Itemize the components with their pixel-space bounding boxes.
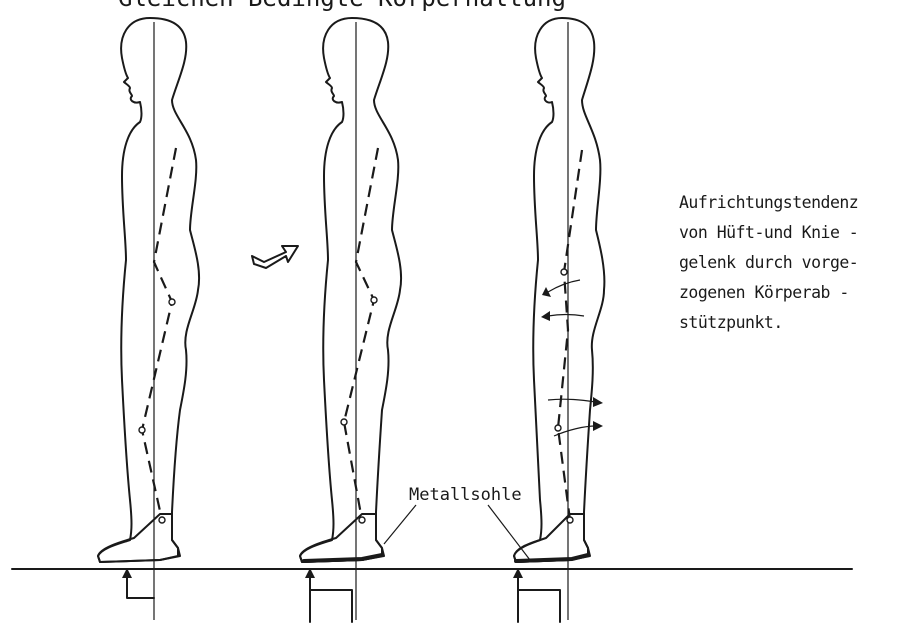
ankle-joint-left xyxy=(159,517,165,523)
body-outline-middle xyxy=(300,18,401,562)
support-bracket-left xyxy=(127,572,154,598)
axis-line-right xyxy=(558,150,582,520)
support-box-middle xyxy=(310,572,352,622)
hip-joint-middle xyxy=(371,297,377,303)
figure-middle-metal-sole xyxy=(300,18,401,622)
body-outline-left xyxy=(98,18,199,562)
metal-sole-label: Metallsohle xyxy=(409,485,522,505)
posture-annotation: Aufrichtungstendenz von Hüft-und Knie - … xyxy=(679,188,899,338)
axis-line-middle xyxy=(344,148,378,520)
metal-sole-leader-right xyxy=(488,505,530,560)
annotation-line: von Hüft-und Knie - xyxy=(679,218,899,248)
annotation-line: zogenen Körperab - xyxy=(679,278,899,308)
shoe-middle xyxy=(300,514,384,562)
knee-joint-left xyxy=(139,427,145,433)
figure-right-forward-support xyxy=(513,18,604,622)
knee-joint-right xyxy=(555,425,561,431)
axis-line-left xyxy=(142,148,176,520)
annotation-line: stützpunkt. xyxy=(679,308,899,338)
tendency-arrow-hip-lower xyxy=(548,315,584,317)
ankle-joint-middle xyxy=(359,517,365,523)
tendency-arrowhead-knee-lower xyxy=(593,421,603,431)
annotation-line: gelenk durch vorge- xyxy=(679,248,899,278)
transition-arrow-icon xyxy=(252,246,298,268)
ankle-joint-right xyxy=(567,517,573,523)
tendency-arrowhead-knee-upper xyxy=(593,397,603,407)
hip-joint-left xyxy=(169,299,175,305)
metal-sole-leader-middle xyxy=(384,505,416,544)
shoe-left xyxy=(98,514,180,562)
hip-joint-right xyxy=(561,269,567,275)
metal-sole-middle xyxy=(304,555,382,561)
tendency-arrow-knee-upper xyxy=(548,399,596,402)
body-outline-right xyxy=(514,18,604,562)
figure-left-standing xyxy=(98,18,199,620)
tendency-arrowhead-hip-upper xyxy=(542,287,551,297)
tendency-arrowhead-hip-lower xyxy=(541,311,550,321)
annotation-line: Aufrichtungstendenz xyxy=(679,188,899,218)
heading-fragment: Gleichen Bedingte Körperhaltung xyxy=(118,0,566,12)
support-box-right xyxy=(518,572,560,622)
knee-joint-middle xyxy=(341,419,347,425)
